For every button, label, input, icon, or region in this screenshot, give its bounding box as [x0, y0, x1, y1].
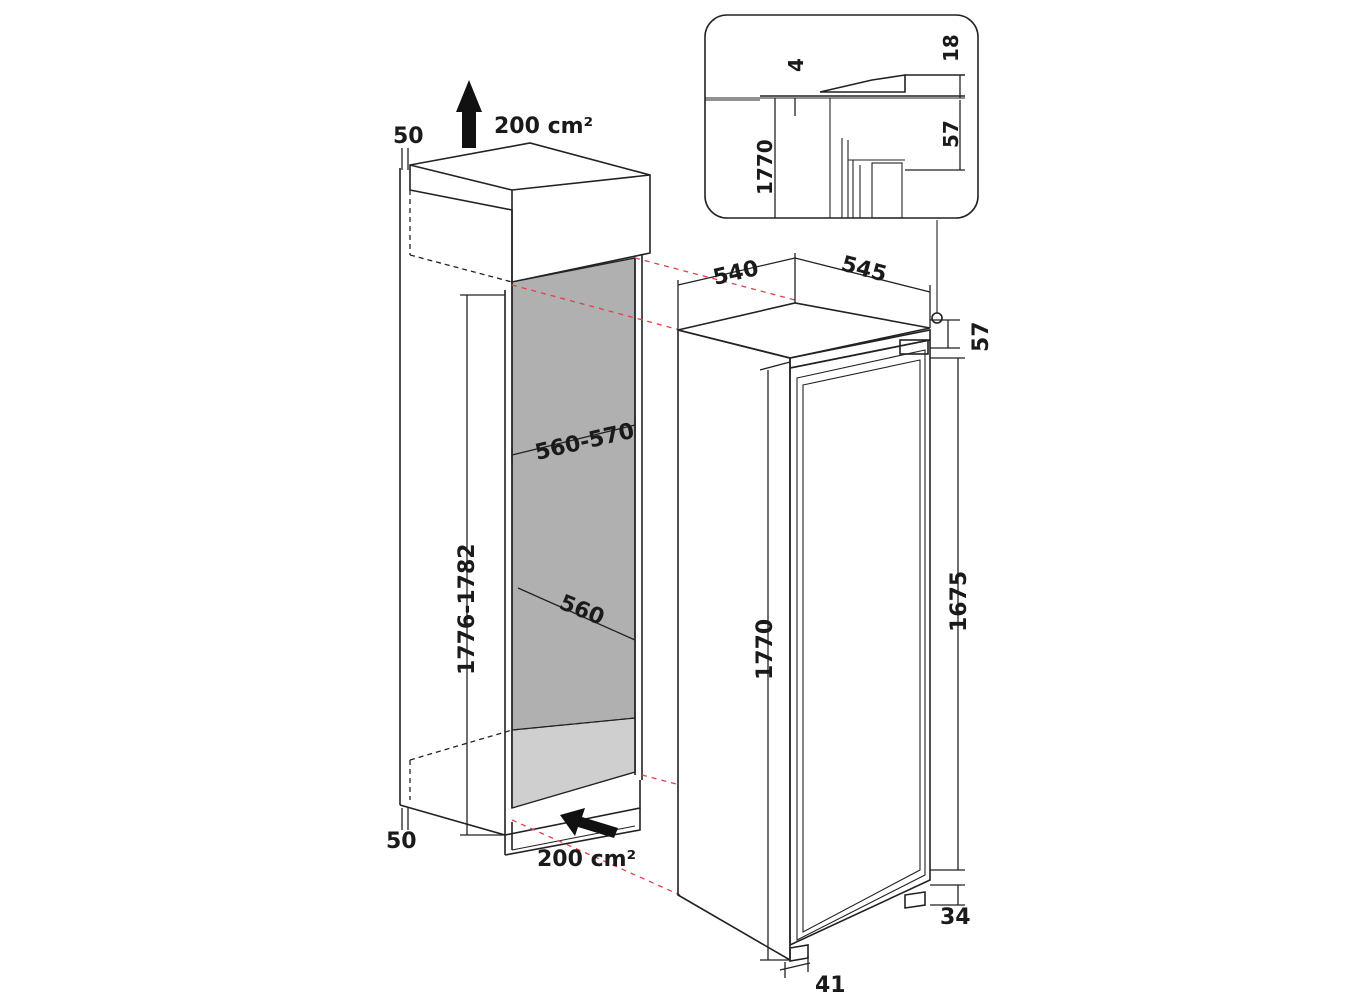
top-gap-label: 57 — [969, 321, 994, 352]
cabinet-niche — [399, 80, 651, 856]
door-height-label: 1675 — [947, 571, 972, 632]
up-arrow-icon — [456, 80, 482, 148]
inflow-arrow-icon — [560, 808, 618, 838]
detail-lip-label: 18 — [939, 34, 963, 62]
top-vent-area-label: 200 cm² — [494, 114, 593, 139]
detail-offset-label: 57 — [939, 120, 963, 148]
door-offset-label: 41 — [815, 973, 846, 998]
appliance-height-label: 1770 — [753, 619, 778, 680]
appliance-width-label: 540 — [711, 256, 761, 291]
appliance — [677, 220, 965, 978]
detail-callout — [704, 14, 979, 219]
detail-height-label: 1770 — [753, 139, 777, 195]
bottom-vent-area-label: 200 cm² — [537, 847, 636, 872]
bottom-clearance-label: 50 — [386, 829, 417, 854]
niche-height-label: 1776-1782 — [455, 543, 480, 675]
projection-lines — [511, 257, 796, 896]
appliance-depth-label: 545 — [838, 252, 889, 288]
top-clearance-label: 50 — [393, 124, 424, 149]
detail-gap-label: 4 — [784, 58, 808, 72]
foot-height-label: 34 — [940, 905, 971, 930]
